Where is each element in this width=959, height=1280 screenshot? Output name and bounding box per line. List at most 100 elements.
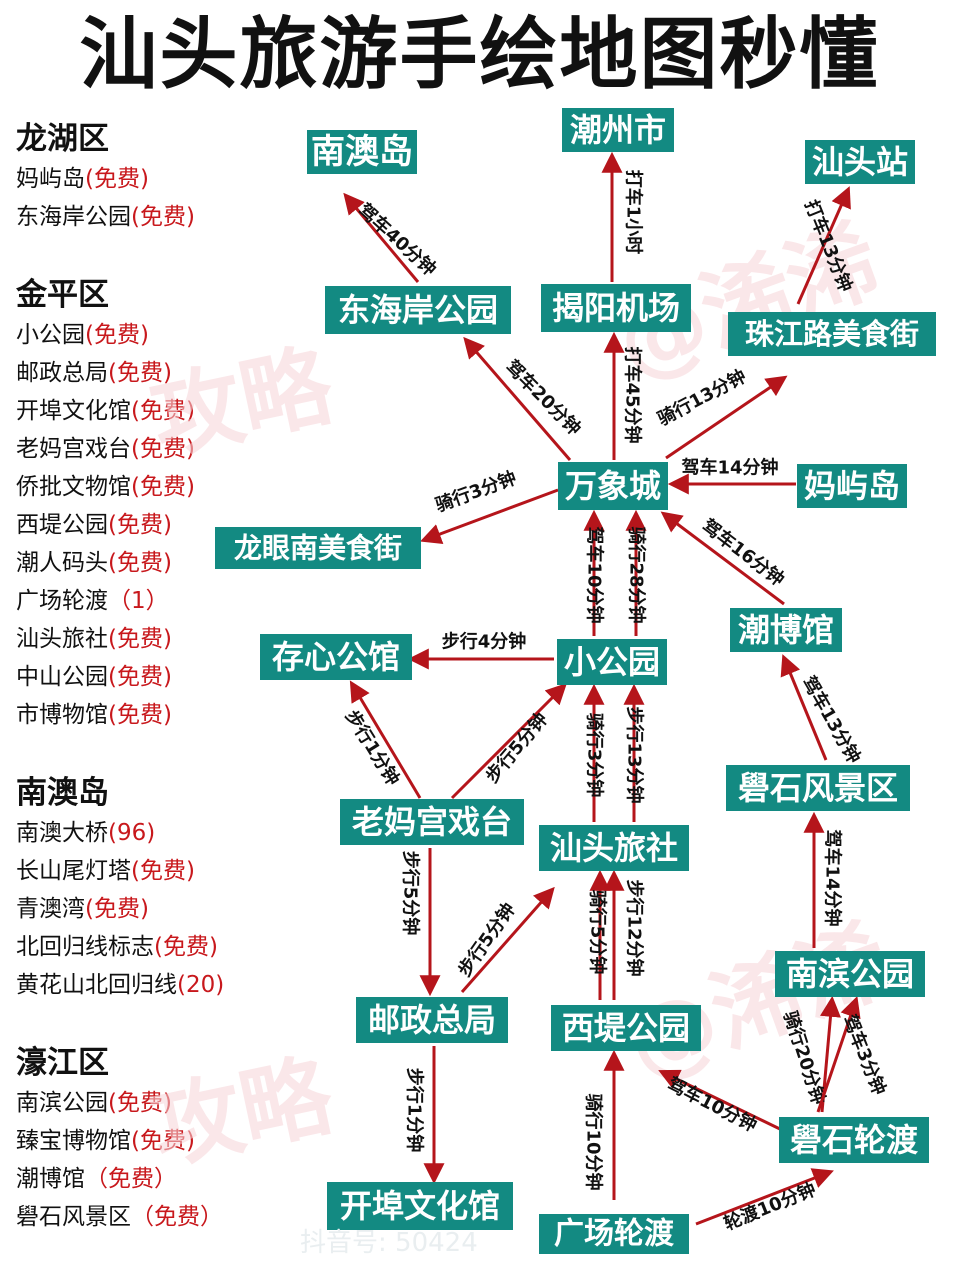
node-box [775,951,925,997]
attraction-fee: （免费） [131,1204,223,1230]
attraction-name: 臻宝博物馆 [16,1128,131,1154]
attraction-item: 礐石风景区（免费） [16,1198,276,1236]
route-arrow [695,1168,834,1226]
node-label: 万象城 [565,467,661,505]
attraction-fee: (免费) [108,1090,172,1116]
route-time-label: 骑行10分钟 [583,1093,605,1190]
attraction-item: 黄花山北回归线(20) [16,966,276,1004]
attraction-item: 长山尾灯塔(免费) [16,852,276,890]
route-time-label: 步行5分钟 [481,708,552,787]
attraction-name: 礐石风景区 [16,1204,131,1230]
route-arrow [349,680,422,799]
route-time-label: 骑行28分钟 [626,526,648,623]
attraction-fee: （1） [108,588,169,614]
node-guangchang: 广场轮渡 [539,1214,689,1254]
route-arrow [343,192,420,283]
attraction-name: 黄花山北回归线 [16,972,177,998]
node-label: 小公园 [564,643,660,681]
route-time-label: 步行5分钟 [400,851,422,936]
attraction-name: 小公园 [16,322,85,348]
node-box [551,1005,701,1051]
node-box [260,634,412,680]
attraction-name: 潮博馆 [16,1166,85,1192]
attraction-fee: (免费) [85,322,149,348]
node-label: 揭阳机场 [552,289,680,327]
node-queshi-scenic: 礐石风景区 [726,765,910,811]
route-time-label: 骑行13分钟 [654,365,750,430]
route-time-label: 打车1小时 [623,170,645,255]
node-label: 南澳岛 [311,132,413,172]
node-label: 潮州市 [570,111,666,149]
attraction-item: 东海岸公园(免费) [16,198,276,236]
attraction-name: 东海岸公园 [16,204,131,230]
attraction-item: 西堤公园(免费) [16,506,276,544]
node-box [541,284,691,332]
node-xiaogongyuan: 小公园 [557,639,667,685]
attraction-item: 潮人码头(免费) [16,544,276,582]
node-laomagong: 老妈宫戏台 [340,799,524,845]
district-heading: 南澳岛 [16,775,109,811]
attraction-fee: （免费） [85,1166,177,1192]
node-box [356,997,508,1043]
attraction-fee: (免费) [85,896,149,922]
attraction-fee: (免费) [108,626,172,652]
attraction-fee: (免费) [108,550,172,576]
node-label: 邮政总局 [368,1001,496,1039]
attraction-fee: (免费) [108,702,172,728]
footer-watermark: 抖音号: 50424 [300,1228,478,1258]
node-box [307,130,417,174]
attraction-item: 邮政总局(免费) [16,354,276,392]
node-wanxiang: 万象城 [558,462,668,510]
route-arrow [420,488,559,544]
route-arrow [665,375,788,460]
attraction-fee: (免费) [131,204,195,230]
attraction-name: 开埠文化馆 [16,398,131,424]
route-time-label: 驾车3分钟 [838,1012,890,1099]
attraction-fee: (免费) [131,436,195,462]
node-zhujianglu: 珠江路美食街 [728,312,936,356]
attraction-name: 南澳大桥 [16,820,108,846]
district-heading: 龙湖区 [16,121,109,157]
node-box [558,462,668,510]
district-heading: 金平区 [16,277,109,313]
attraction-item: 妈屿岛(免费) [16,160,276,198]
attraction-item: 青澳湾(免费) [16,890,276,928]
district-legend: 龙湖区妈屿岛(免费)东海岸公园(免费)金平区小公园(免费)邮政总局(免费)开埠文… [16,118,276,1236]
route-arrow [796,186,851,305]
attraction-item: 开埠文化馆(免费) [16,392,276,430]
attraction-name: 中山公园 [16,664,108,690]
attraction-name: 北回归线标志 [16,934,154,960]
node-kaibu: 开埠文化馆 [327,1182,513,1230]
route-time-label: 步行12分钟 [624,879,646,976]
attraction-name: 市博物馆 [16,702,108,728]
attraction-name: 广场轮渡 [16,588,108,614]
route-time-label: 步行13分钟 [624,706,646,803]
attraction-fee: (免费) [131,1128,195,1154]
attraction-fee: (免费) [85,166,149,192]
attraction-name: 老妈宫戏台 [16,436,131,462]
node-box [340,799,524,845]
route-arrow [460,886,555,993]
attraction-item: 汕头旅社(免费) [16,620,276,658]
node-box [539,825,689,871]
attraction-item: 老妈宫戏台(免费) [16,430,276,468]
node-label: 潮博馆 [738,611,834,649]
node-lushe: 汕头旅社 [539,825,689,871]
node-label: 礐石风景区 [738,769,898,807]
node-cunxin: 存心公馆 [260,634,412,680]
node-box [325,286,511,334]
attraction-fee: (20) [177,972,225,998]
node-box [779,1117,929,1163]
attraction-item: 臻宝博物馆(免费) [16,1122,276,1160]
route-time-label: 驾车16分钟 [698,515,789,591]
route-time-label: 骑行5分钟 [587,890,609,975]
attraction-name: 妈屿岛 [16,166,85,192]
node-box [215,527,421,569]
node-label: 东海岸公园 [338,291,498,329]
node-label: 龙眼南美食街 [234,532,402,565]
node-label: 汕头站 [812,143,908,181]
node-jieyang: 揭阳机场 [541,284,691,332]
attraction-name: 潮人码头 [16,550,108,576]
node-chaozhou: 潮州市 [562,108,674,152]
